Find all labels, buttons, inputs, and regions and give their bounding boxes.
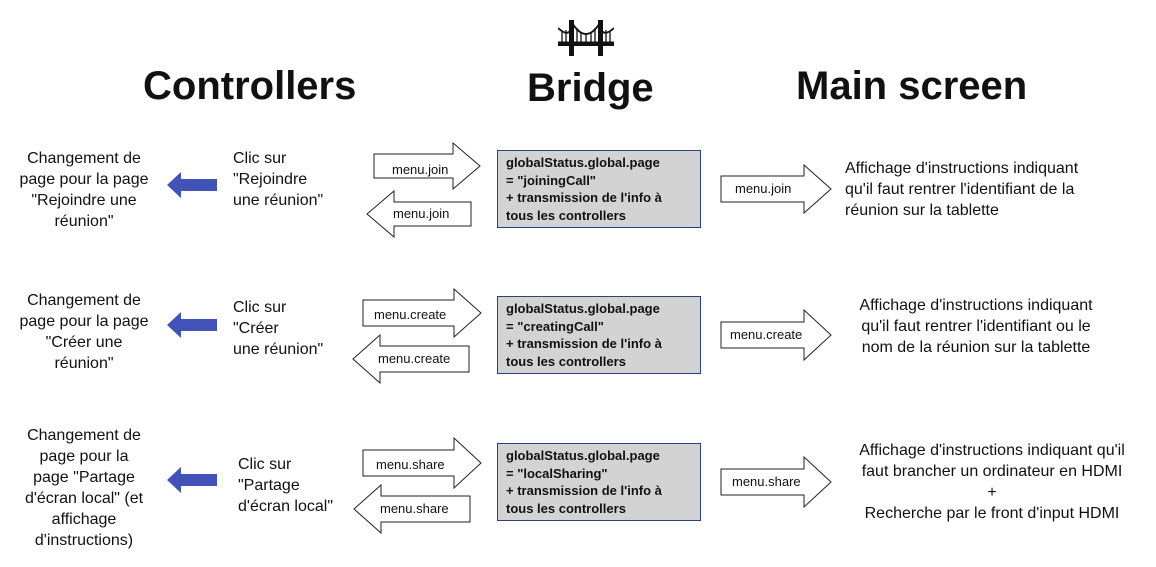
controller-result-row-1: Changement de page pour la page "Rejoind… — [8, 148, 160, 232]
left-arrow — [366, 190, 472, 238]
controller-line: d'instructions) — [34, 532, 134, 549]
main-screen-text-row-2: Affichage d'instructions indiquant qu'il… — [836, 295, 1116, 358]
right-arrow — [373, 142, 481, 190]
click-text-row-2: Clic sur "Créer une réunion" — [233, 297, 323, 360]
arrow-label-out: menu.join — [392, 162, 449, 177]
arrow-label-back: menu.create — [378, 351, 451, 366]
controllers-title: Controllers — [143, 64, 357, 108]
controller-line: d'écran local" (et — [24, 490, 144, 507]
arrow-label-back: menu.join — [393, 206, 450, 221]
controller-line: affichage — [51, 511, 117, 528]
controller-line: Changement de — [27, 427, 141, 444]
main-line: nom de la réunion sur la tablette — [861, 339, 1091, 356]
click-line: une réunion" — [233, 192, 324, 209]
main-screen-text-row-3: Affichage d'instructions indiquant qu'il… — [840, 440, 1144, 524]
blue-left-arrow — [167, 467, 217, 493]
controller-line: page pour la page — [19, 171, 149, 188]
click-line: Clic sur — [238, 456, 292, 473]
arrow-label-out: menu.create — [374, 307, 447, 322]
controller-result-row-3: Changement de page pour la page "Partage… — [8, 425, 160, 551]
controller-line: réunion" — [54, 213, 114, 230]
bridge-line: tous les controllers — [506, 353, 626, 369]
bridge-line: + transmission de l'info à — [506, 336, 662, 351]
bridge-line: globalStatus.global.page — [506, 301, 660, 316]
left-arrow — [353, 484, 471, 534]
right-arrow — [362, 437, 482, 489]
click-text-row-3: Clic sur "Partage d'écran local" — [238, 454, 333, 517]
bridge-icon — [558, 20, 614, 56]
right-arrow — [720, 164, 832, 214]
main-line: qu'il faut rentrer l'identifiant de la — [845, 181, 1075, 198]
arrow-label-out: menu.share — [376, 457, 445, 472]
main-line: Affichage d'instructions indiquant — [845, 160, 1079, 177]
left-arrow — [352, 334, 470, 384]
click-text-row-1: Clic sur "Rejoindre une réunion" — [233, 148, 323, 211]
controller-line: page "Partage — [33, 469, 135, 486]
click-line: d'écran local" — [238, 498, 334, 515]
controller-line: "Créer une — [45, 334, 123, 351]
click-line: "Partage — [238, 477, 300, 494]
bridge-line: + transmission de l'info à — [506, 483, 662, 498]
main-screen-text-row-1: Affichage d'instructions indiquant qu'il… — [845, 158, 1078, 221]
click-line: une réunion" — [233, 341, 324, 358]
controller-line: Changement de — [27, 292, 141, 309]
controller-line: page pour la page — [19, 313, 149, 330]
right-arrow — [720, 456, 832, 508]
controller-line: réunion" — [54, 355, 114, 372]
click-line: "Rejoindre — [233, 171, 308, 188]
main-line: + — [987, 484, 997, 501]
controller-line: "Rejoindre une — [31, 192, 137, 209]
controller-line: Changement de — [27, 150, 141, 167]
arrow-label-back: menu.share — [380, 501, 449, 516]
main-line: Affichage d'instructions indiquant qu'il — [859, 442, 1125, 459]
bridge-line: globalStatus.global.page — [506, 448, 660, 463]
main-line: faut brancher un ordinateur en HDMI — [861, 463, 1123, 480]
arrow-label-main: menu.join — [735, 181, 792, 196]
bridge-line: tous les controllers — [506, 207, 626, 223]
controller-result-row-2: Changement de page pour la page "Créer u… — [8, 290, 160, 374]
arrow-label-main: menu.create — [730, 327, 803, 342]
bridge-line: globalStatus.global.page — [506, 155, 660, 170]
click-line: Clic sur — [233, 299, 287, 316]
main-line: Affichage d'instructions indiquant — [859, 297, 1093, 314]
bridge-line: = "creatingCall" — [506, 318, 604, 334]
blue-left-arrow — [167, 172, 217, 198]
bridge-box-row-1: globalStatus.global.page = "joiningCall"… — [497, 150, 701, 228]
controller-line: page pour la — [39, 448, 129, 465]
main-line: qu'il faut rentrer l'identifiant ou le — [861, 318, 1091, 335]
right-arrow — [362, 288, 482, 338]
bridge-line: = "joiningCall" — [506, 172, 596, 188]
main-line: Recherche par le front d'input HDMI — [864, 505, 1120, 522]
right-arrow — [720, 309, 832, 361]
bridge-box-row-3: globalStatus.global.page = "localSharing… — [497, 443, 701, 521]
bridge-title: Bridge — [527, 66, 654, 110]
bridge-box-row-2: globalStatus.global.page = "creatingCall… — [497, 296, 701, 374]
click-line: Clic sur — [233, 150, 287, 167]
arrow-label-main: menu.share — [732, 474, 801, 489]
bridge-line: = "localSharing" — [506, 465, 608, 481]
bridge-line: tous les controllers — [506, 500, 626, 516]
click-line: "Créer — [233, 320, 279, 337]
main-line: réunion sur la tablette — [845, 202, 999, 219]
main-screen-title: Main screen — [796, 64, 1028, 108]
bridge-line: + transmission de l'info à — [506, 190, 662, 205]
blue-left-arrow — [167, 312, 217, 338]
